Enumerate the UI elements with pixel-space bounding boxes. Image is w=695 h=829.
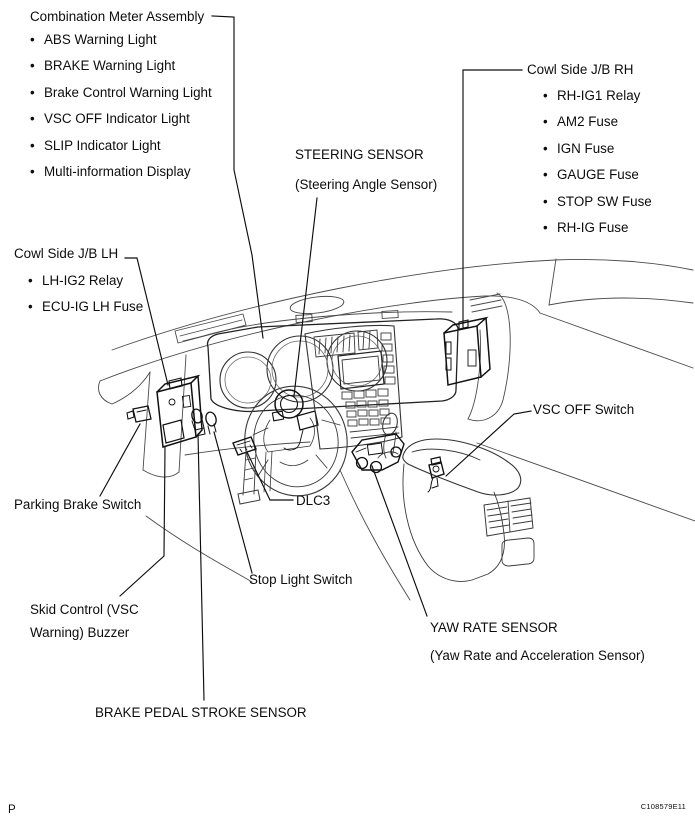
label-brake-pedal-stroke-sensor: BRAKE PEDAL STROKE SENSOR xyxy=(95,705,307,720)
cowl-side-jb-lh-item-list: LH-IG2 Relay ECU-IG LH Fuse xyxy=(28,268,143,320)
cowl-side-jb-lh-part xyxy=(156,374,203,448)
dashboard-body-lines xyxy=(98,258,695,601)
parking-brake-switch-part xyxy=(126,405,152,423)
leader-steering-sensor xyxy=(293,197,318,397)
leader-yaw-rate-sensor xyxy=(371,465,428,617)
leader-cowl-side-jb-lh xyxy=(124,257,169,386)
center-stack-drawing xyxy=(304,324,403,450)
label-yaw-rate-sensor: YAW RATE SENSOR xyxy=(430,620,558,635)
list-item: ABS Warning Light xyxy=(30,27,212,54)
leader-lines xyxy=(99,15,532,701)
label-steering-sensor-sub: (Steering Angle Sensor) xyxy=(295,177,438,192)
list-item: IGN Fuse xyxy=(543,136,652,163)
leader-vsc-off-switch xyxy=(445,410,532,477)
page-marker: P xyxy=(8,804,16,816)
leader-skid-control-buzzer xyxy=(119,446,166,597)
list-item: Multi-information Display xyxy=(30,159,212,186)
dlc3-part xyxy=(232,436,257,456)
cowl-side-jb-rh-item-list: RH-IG1 Relay AM2 Fuse IGN Fuse GAUGE Fus… xyxy=(543,83,652,242)
leader-cowl-side-jb-rh xyxy=(462,69,523,328)
cowl-side-jb-rh-part xyxy=(443,316,491,386)
steering-wheel-drawing xyxy=(244,385,348,497)
instrument-cluster-drawing xyxy=(206,310,459,413)
list-item: ECU-IG LH Fuse xyxy=(28,294,143,320)
stop-light-switch-part xyxy=(191,408,206,437)
leader-combination-meter xyxy=(211,15,264,339)
list-item: GAUGE Fuse xyxy=(543,162,652,189)
label-vsc-off-switch: VSC OFF Switch xyxy=(533,402,635,417)
yaw-rate-sensor-part xyxy=(351,433,405,474)
leader-parking-brake-switch xyxy=(99,423,141,497)
combination-meter-item-list: ABS Warning Light BRAKE Warning Light Br… xyxy=(30,27,212,186)
pedals-drawing xyxy=(237,449,273,505)
label-skid-control-buzzer-line2: Warning) Buzzer xyxy=(30,625,130,640)
label-stop-light-switch: Stop Light Switch xyxy=(249,572,353,587)
list-item: AM2 Fuse xyxy=(543,109,652,136)
list-item: RH-IG1 Relay xyxy=(543,83,652,110)
list-item: VSC OFF Indicator Light xyxy=(30,106,212,133)
label-combination-meter-assembly: Combination Meter Assembly xyxy=(30,9,205,24)
label-dlc3: DLC3 xyxy=(296,493,331,508)
label-steering-sensor: STEERING SENSOR xyxy=(295,147,424,162)
list-item: BRAKE Warning Light xyxy=(30,53,212,80)
figure-code: C108579E11 xyxy=(640,802,686,811)
label-yaw-rate-sensor-sub: (Yaw Rate and Acceleration Sensor) xyxy=(430,648,645,663)
list-item: STOP SW Fuse xyxy=(543,189,652,216)
list-item: LH-IG2 Relay xyxy=(28,268,143,294)
leader-stop-light-switch xyxy=(213,431,253,574)
vsc-off-switch-part xyxy=(427,456,445,493)
label-parking-brake-switch: Parking Brake Switch xyxy=(14,497,142,512)
leader-dlc3 xyxy=(246,451,294,501)
label-cowl-side-jb-lh: Cowl Side J/B LH xyxy=(14,246,119,261)
leader-brake-pedal-stroke-sensor xyxy=(197,433,205,701)
brake-pedal-stroke-sensor-part xyxy=(205,411,217,435)
list-item: SLIP Indicator Light xyxy=(30,133,212,160)
list-item: RH-IG Fuse xyxy=(543,215,652,242)
list-item: Brake Control Warning Light xyxy=(30,80,212,107)
label-cowl-side-jb-rh: Cowl Side J/B RH xyxy=(527,62,634,77)
center-console-drawing xyxy=(377,412,535,582)
label-skid-control-buzzer: Skid Control (VSC xyxy=(30,602,139,617)
steering-angle-sensor-part xyxy=(271,389,319,451)
